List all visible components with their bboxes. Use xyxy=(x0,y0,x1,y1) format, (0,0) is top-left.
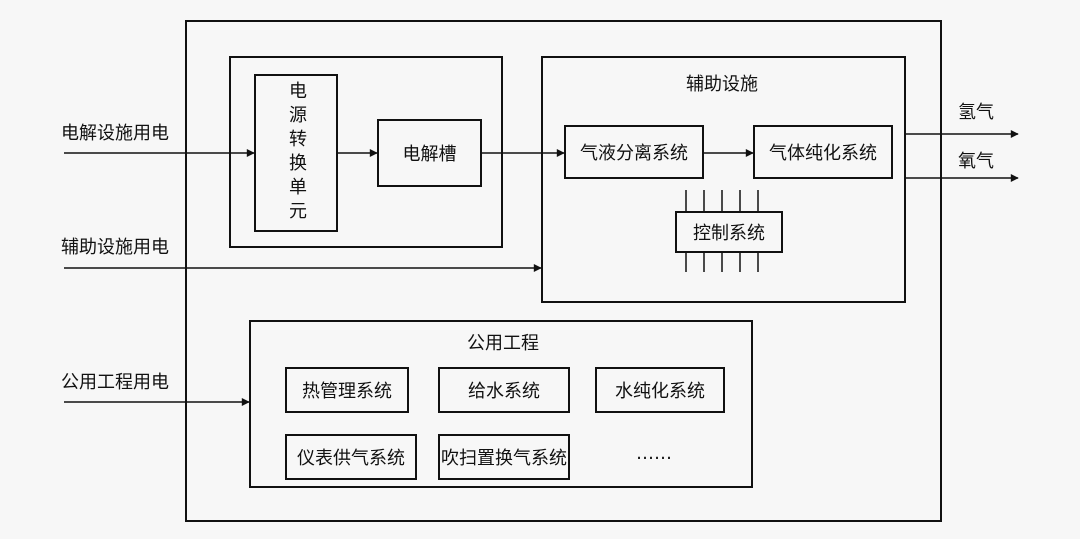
utility-engineering-group xyxy=(249,320,753,488)
auxiliary-facility-group xyxy=(541,56,906,303)
oxygen-label: 氧气 xyxy=(958,151,994,172)
power-conversion-unit: 电源转换单元 xyxy=(254,74,338,232)
gas-liquid-separation-system: 气液分离系统 xyxy=(564,125,704,179)
utility-ellipsis: …… xyxy=(636,443,672,464)
auxiliary-power-label: 辅助设施用电 xyxy=(61,237,169,258)
utility-power-label: 公用工程用电 xyxy=(61,372,169,393)
control-system: 控制系统 xyxy=(675,211,783,253)
gas-purification-system: 气体纯化系统 xyxy=(753,125,893,179)
thermal-management-system: 热管理系统 xyxy=(285,367,409,413)
electrolysis-power-label: 电解设施用电 xyxy=(61,123,169,144)
hydrogen-label: 氢气 xyxy=(958,102,994,123)
electrolysis-facility-group xyxy=(229,56,503,248)
purge-ventilation-system: 吹扫置换气系统 xyxy=(438,434,570,480)
water-supply-system: 给水系统 xyxy=(438,367,570,413)
utility-title: 公用工程 xyxy=(467,333,539,354)
control-system-pins xyxy=(685,190,759,272)
instrument-gas-supply-system: 仪表供气系统 xyxy=(285,434,417,480)
water-purification-system: 水纯化系统 xyxy=(595,367,725,413)
electrolyzer: 电解槽 xyxy=(377,119,482,187)
system-boundary xyxy=(185,20,942,522)
auxiliary-title: 辅助设施 xyxy=(686,74,758,95)
